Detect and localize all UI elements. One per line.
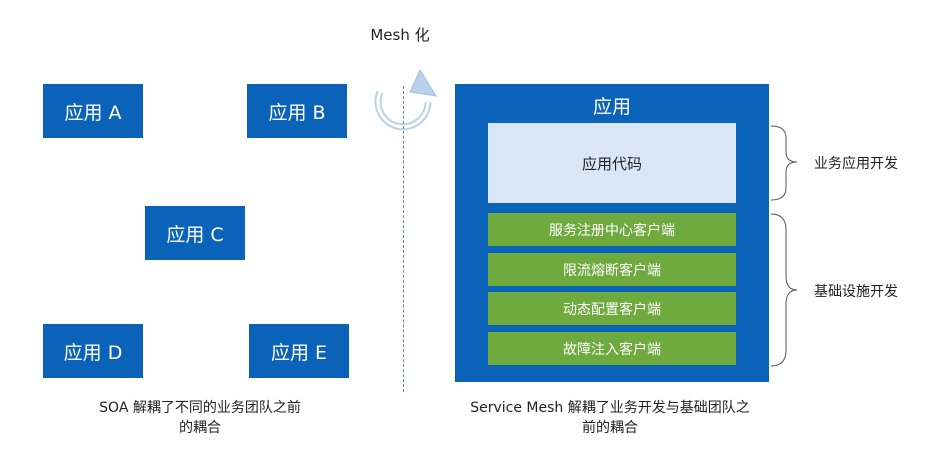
app-box-e: 应用 E (249, 324, 349, 378)
soa-caption: SOA 解耦了不同的业务团队之前 的耦合 (40, 398, 360, 438)
mesh-app-container: 应用 应用代码 服务注册中心客户端 限流熔断客户端 动态配置客户端 故障注入客户… (455, 84, 769, 382)
mesh-title: Mesh 化 (370, 26, 430, 44)
client-bar-ratelimit: 限流熔断客户端 (488, 253, 736, 286)
soa-caption-line2: 的耦合 (179, 420, 221, 436)
app-box-b: 应用 B (247, 84, 347, 138)
refresh-cycle-icon (374, 68, 437, 131)
mesh-app-title: 应用 (592, 96, 631, 118)
mesh-caption-line2: 前的耦合 (582, 420, 638, 436)
mesh-caption: Service Mesh 解耦了业务开发与基础团队之 前的耦合 (440, 398, 780, 438)
app-box-a: 应用 A (43, 84, 143, 138)
client-bar-fault: 故障注入客户端 (488, 332, 736, 365)
brace-infra-icon (770, 213, 798, 367)
client-bar-registry: 服务注册中心客户端 (488, 213, 736, 246)
brace-business-icon (770, 125, 798, 201)
app-code-box: 应用代码 (488, 123, 736, 203)
dashed-divider (403, 86, 404, 392)
app-box-d: 应用 D (43, 324, 143, 378)
mesh-caption-line1: Service Mesh 解耦了业务开发与基础团队之 (470, 400, 750, 416)
brace-label-infra: 基础设施开发 (814, 284, 898, 300)
soa-caption-line1: SOA 解耦了不同的业务团队之前 (99, 400, 301, 416)
client-bar-config: 动态配置客户端 (488, 292, 736, 325)
app-box-c: 应用 C (145, 206, 245, 260)
brace-label-business: 业务应用开发 (814, 156, 898, 172)
